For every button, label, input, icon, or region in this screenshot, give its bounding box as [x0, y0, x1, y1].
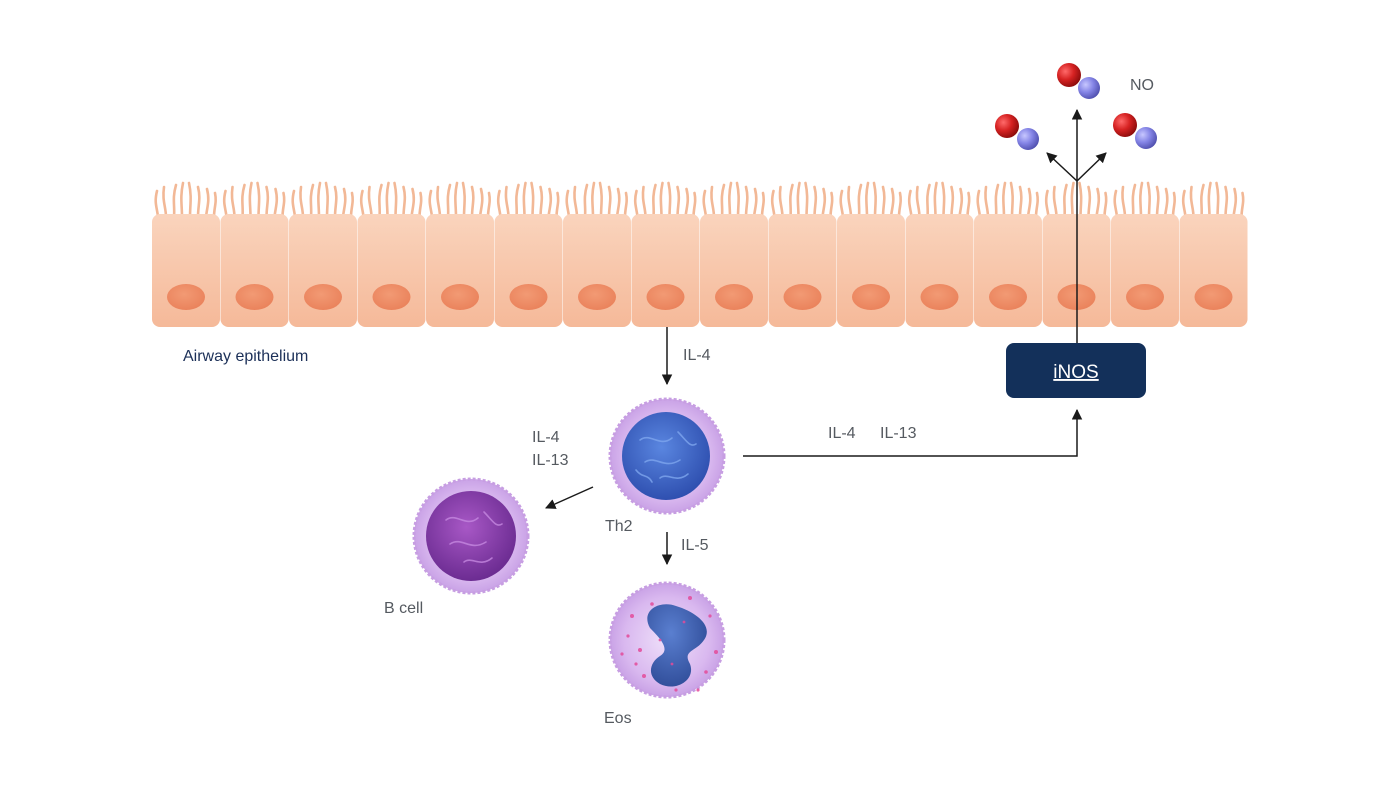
no-release-arrow-right — [1076, 152, 1107, 182]
il5-label: IL-5 — [681, 537, 709, 554]
b-cell — [412, 477, 530, 595]
th2-label: Th2 — [605, 518, 633, 535]
eosinophil — [608, 581, 726, 699]
il4-left-label: IL-4 — [532, 429, 560, 446]
epithelial-cell — [152, 181, 220, 327]
no-molecule — [1057, 63, 1100, 99]
epithelial-cell — [426, 181, 494, 327]
airway-epithelium — [152, 181, 1248, 327]
epithelial-cell — [631, 181, 700, 327]
epithelial-cell — [494, 181, 563, 327]
no-release-arrow-left — [1046, 152, 1078, 182]
th2-cell — [608, 397, 726, 515]
eos-label: Eos — [604, 710, 632, 727]
epithelial-cell — [700, 181, 768, 327]
il4-right-label: IL-4 — [828, 425, 856, 442]
epithelial-cell — [974, 181, 1042, 327]
epithelial-cell — [563, 181, 631, 327]
epithelial-cell — [905, 181, 974, 327]
epithelial-cell — [289, 181, 357, 327]
th2-to-inos-arrow — [743, 408, 1083, 457]
inos-label: iNOS — [1053, 362, 1098, 383]
no-molecule — [1113, 113, 1157, 149]
epithelial-cell — [837, 181, 905, 327]
inos-box: iNOS — [1006, 343, 1146, 398]
epithelial-cell — [768, 181, 837, 327]
airway-epithelium-label: Airway epithelium — [183, 348, 308, 365]
il13-left-label: IL-13 — [532, 452, 569, 469]
b-cell-label: B cell — [384, 600, 423, 617]
epithelial-cell — [1179, 181, 1248, 327]
th2-to-bcell-arrow — [545, 486, 594, 509]
il13-right-label: IL-13 — [880, 425, 917, 442]
no-label: NO — [1130, 77, 1154, 94]
il4-down-label: IL-4 — [683, 347, 711, 364]
epithelial-cell — [220, 181, 289, 327]
epithelial-cell — [357, 181, 426, 327]
no-molecule — [995, 114, 1039, 150]
epithelial-cell — [1111, 181, 1179, 327]
